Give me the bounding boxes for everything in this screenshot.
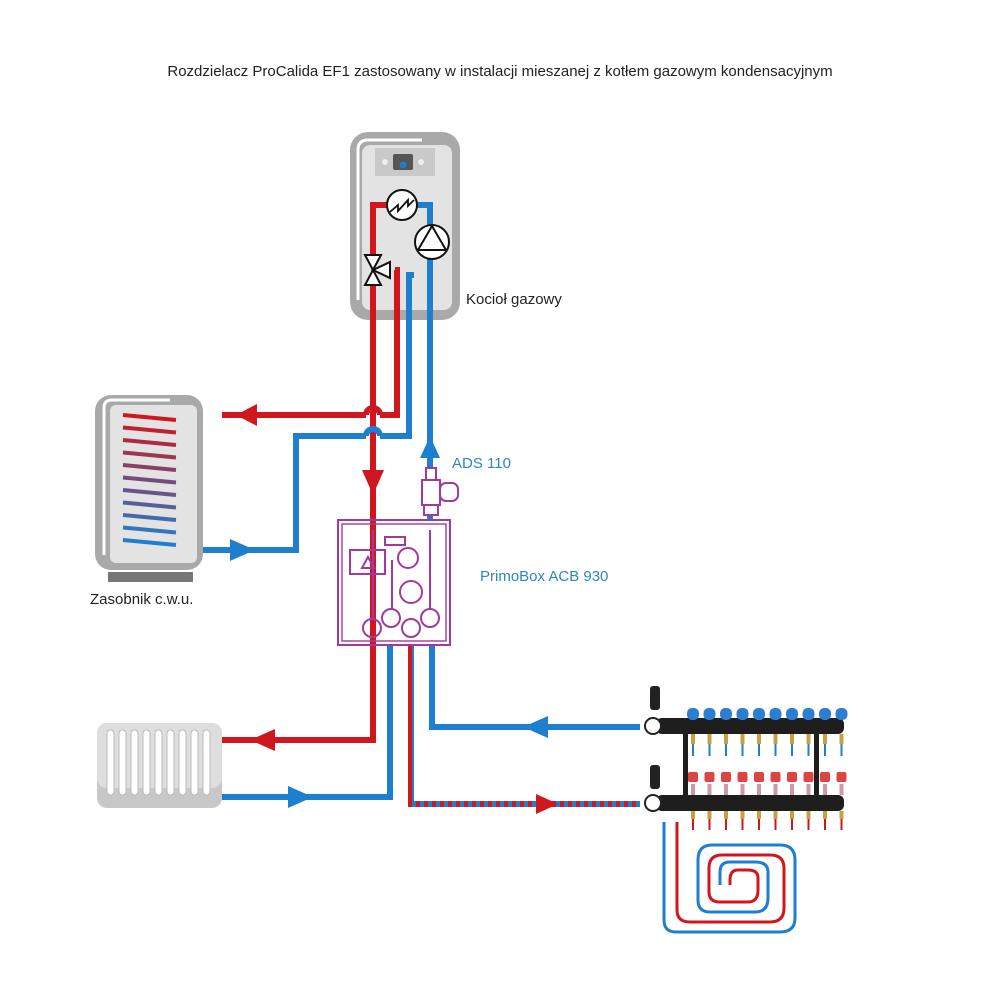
radiator-fin	[178, 729, 187, 796]
valve-cap	[736, 708, 749, 720]
flowmeter	[820, 772, 830, 782]
coil-turn	[122, 538, 177, 547]
valve-cap	[786, 708, 798, 720]
coil-turn	[122, 438, 177, 447]
arrow-right-icon	[536, 794, 558, 814]
coil-turn	[122, 513, 177, 522]
flow-arrows	[230, 404, 558, 814]
radiator-fin	[142, 729, 151, 796]
coil-turn	[122, 425, 177, 435]
radiator-fin	[202, 729, 211, 796]
coil-turn	[122, 475, 177, 485]
radiator-fin	[130, 729, 139, 796]
valve-cap	[802, 708, 815, 720]
coil-turn	[122, 525, 177, 535]
flowmeter	[803, 772, 814, 782]
radiator-fin	[106, 729, 115, 796]
tank-label: Zasobnik c.w.u.	[90, 591, 194, 608]
mixed-pipe	[408, 645, 640, 807]
arrow-right-icon	[288, 786, 313, 808]
coil-turn	[122, 488, 177, 497]
valve-cap	[819, 708, 831, 720]
manifold	[644, 686, 848, 830]
separator-icon	[421, 467, 459, 516]
valve-cap	[769, 708, 782, 720]
boiler-label: Kocioł gazowy	[466, 291, 562, 308]
radiator-fin	[166, 729, 175, 796]
pump-icon	[414, 224, 450, 260]
three-way-valve-icon	[363, 254, 391, 286]
coil-icon	[122, 413, 177, 547]
coil-turn	[122, 413, 177, 422]
arrow-down-icon	[362, 470, 384, 495]
valve-cap	[687, 708, 699, 720]
diagram-title: Rozdzielacz ProCalida EF1 zastosowany w …	[167, 63, 833, 80]
coil-turn	[122, 463, 177, 472]
coil-turn	[122, 500, 177, 510]
floor-loop	[662, 822, 797, 934]
coil-turn	[122, 450, 177, 460]
flowmeter	[754, 772, 764, 782]
heat-exchanger-icon	[386, 189, 418, 221]
arrow-left-icon	[250, 729, 275, 751]
gauge-icon	[644, 794, 662, 812]
valve-cap	[753, 708, 765, 720]
flowmeter	[737, 772, 748, 782]
flowmeter	[721, 772, 731, 782]
flowmeter	[704, 772, 715, 782]
ads-label: ADS 110	[452, 455, 511, 472]
valve-cap	[720, 708, 732, 720]
radiator	[97, 723, 222, 808]
valve-cap	[703, 708, 716, 720]
arrow-up-icon	[420, 436, 440, 458]
radiator-fin	[154, 729, 163, 796]
radiator-fin	[190, 729, 199, 796]
radiator-fin	[118, 729, 127, 796]
tank	[95, 395, 203, 582]
arrow-left-icon	[236, 404, 257, 426]
boiler	[350, 132, 460, 320]
cold-pipes	[186, 202, 640, 800]
flowmeter	[787, 772, 797, 782]
flowmeter	[770, 772, 781, 782]
flowmeter	[836, 772, 847, 782]
primobox-label: PrimoBox ACB 930	[480, 568, 609, 585]
gauge-icon	[644, 717, 662, 735]
arrow-right-icon	[230, 539, 255, 561]
arrow-left-icon	[523, 716, 548, 738]
valve-cap	[835, 708, 848, 720]
primobox	[337, 519, 451, 646]
flowmeter	[688, 772, 698, 782]
